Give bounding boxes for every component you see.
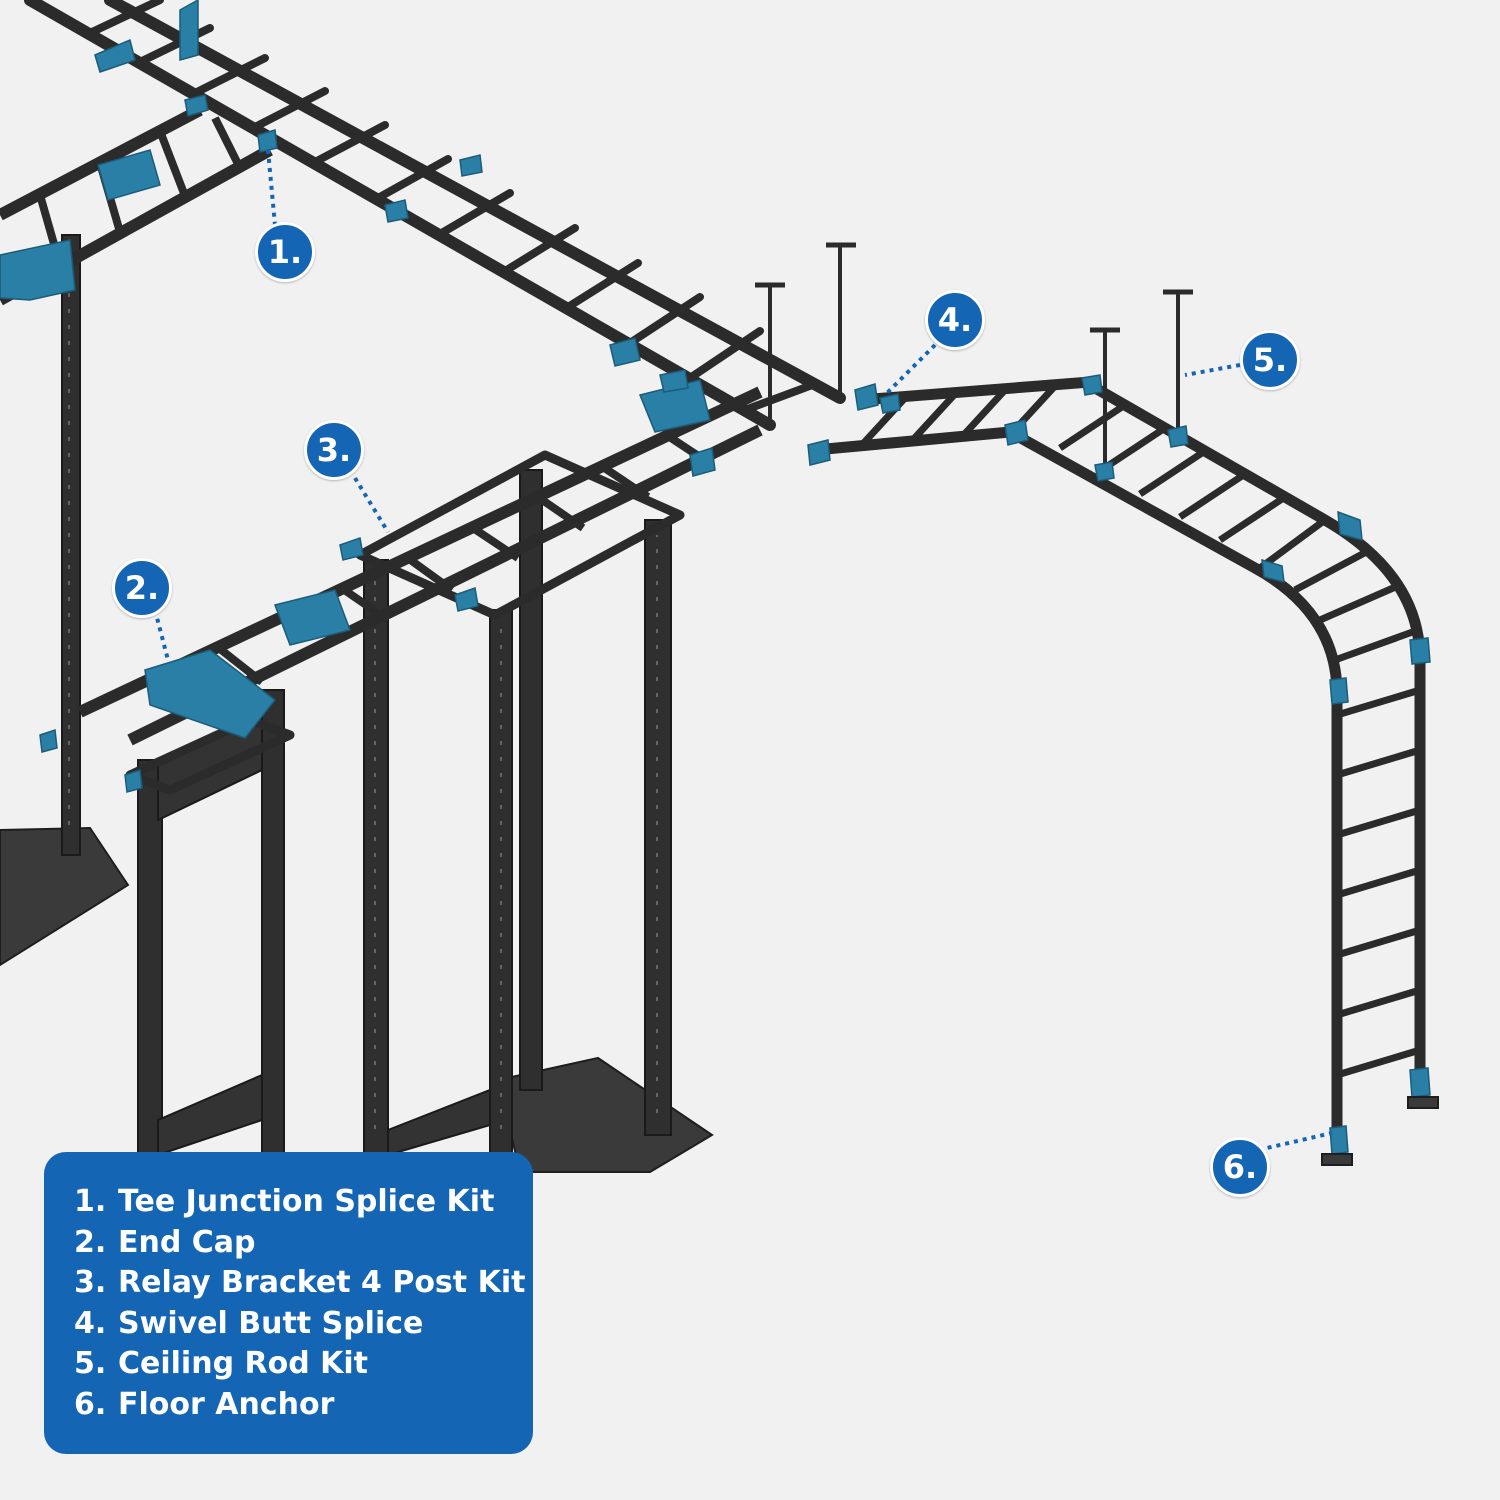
ceiling-rods — [755, 242, 1193, 470]
legend-item-number: 6. — [74, 1386, 107, 1422]
legend-item-number: 1. — [74, 1184, 107, 1219]
callout-2: 2. — [112, 558, 172, 618]
legend-item-label: Tee Junction Splice Kit — [118, 1184, 495, 1219]
legend-item: 3. Relay Bracket 4 Post Kit — [74, 1263, 533, 1304]
upright-holes — [68, 250, 661, 1135]
leader-lines — [153, 149, 1333, 1162]
callout-3: 3. — [304, 420, 364, 480]
floor-plates — [0, 826, 714, 1173]
legend-item: 1. Tee Junction Splice Kit — [74, 1182, 533, 1223]
legend-item-label: Floor Anchor — [118, 1386, 335, 1422]
legend-item-label: Relay Bracket 4 Post Kit — [118, 1265, 526, 1300]
callout-6: 6. — [1210, 1137, 1270, 1197]
legend-item-label: Swivel Butt Splice — [118, 1305, 424, 1341]
legend-item: 5. Ceiling Rod Kit — [74, 1344, 533, 1385]
legend-item: 4. Swivel Butt Splice — [74, 1304, 533, 1345]
callout-1: 1. — [255, 222, 315, 282]
rack-top-frames — [125, 450, 685, 795]
callout-4: 4. — [925, 290, 985, 350]
legend-item: 6. Floor Anchor — [74, 1385, 533, 1426]
legend-item-number: 3. — [74, 1265, 107, 1300]
legend-list: 1. Tee Junction Splice Kit 2. End Cap 3. Re… — [74, 1182, 533, 1425]
legend-item-label: End Cap — [118, 1224, 256, 1260]
legend-item-number: 4. — [74, 1305, 107, 1341]
legend-item: 2. End Cap — [74, 1223, 533, 1264]
teal-hardware — [0, 0, 1431, 1155]
rack-panels — [157, 710, 491, 1157]
legend-box: 1. Tee Junction Splice Kit 2. End Cap 3. Re… — [44, 1152, 533, 1454]
legend-item-number: 5. — [74, 1346, 107, 1381]
legend-item-number: 2. — [74, 1224, 107, 1260]
legend-item-label: Ceiling Rod Kit — [118, 1346, 368, 1381]
callout-5: 5. — [1240, 330, 1300, 390]
right-ladder-bend — [1007, 380, 1426, 1150]
floor-anchor-feet — [1321, 1096, 1439, 1166]
